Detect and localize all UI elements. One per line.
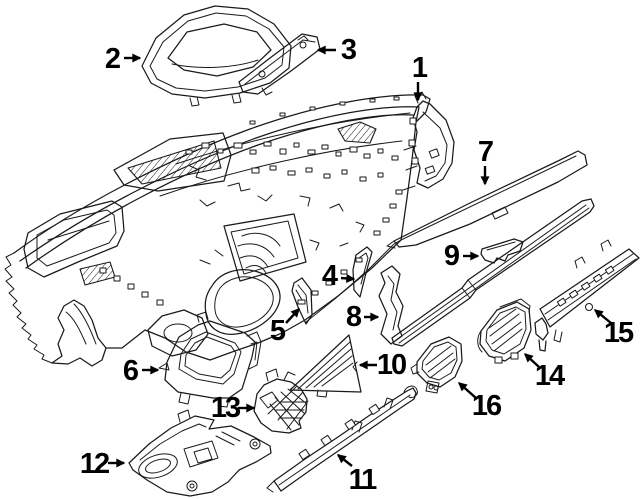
callout-number-4[interactable]: 4 xyxy=(322,260,340,292)
part-11-drawing xyxy=(266,385,418,493)
callout-number-7[interactable]: 7 xyxy=(478,136,495,168)
callout-5[interactable]: 5 xyxy=(270,308,300,347)
callout-4[interactable]: 4 xyxy=(322,260,356,292)
callout-number-6[interactable]: 6 xyxy=(123,355,141,387)
part-3-drawing xyxy=(238,33,321,95)
part-5-drawing xyxy=(291,277,313,325)
callout-number-3[interactable]: 3 xyxy=(341,34,359,66)
part-13-drawing xyxy=(253,368,309,434)
callout-number-5[interactable]: 5 xyxy=(270,315,288,347)
callout-13[interactable]: 13 xyxy=(211,392,256,424)
callout-number-2[interactable]: 2 xyxy=(105,43,122,75)
callout-12[interactable]: 12 xyxy=(80,448,126,480)
part-2-drawing xyxy=(141,5,292,107)
part-4-drawing xyxy=(352,246,373,298)
callout-arrow-5 xyxy=(285,308,300,324)
callout-3[interactable]: 3 xyxy=(316,34,359,66)
callout-2[interactable]: 2 xyxy=(105,43,142,75)
callout-7[interactable]: 7 xyxy=(478,136,495,186)
callout-8[interactable]: 8 xyxy=(346,301,380,333)
part-7-drawing xyxy=(386,150,588,249)
callout-9[interactable]: 9 xyxy=(444,240,480,272)
callout-arrow-16 xyxy=(457,382,477,399)
callout-1[interactable]: 1 xyxy=(412,52,430,102)
part-14-drawing xyxy=(477,298,532,364)
callout-number-11[interactable]: 11 xyxy=(349,464,380,496)
part-1-drawing xyxy=(408,91,455,189)
callout-number-8[interactable]: 8 xyxy=(346,301,364,333)
callout-number-14[interactable]: 14 xyxy=(535,360,567,392)
part-8-drawing xyxy=(378,198,595,347)
part-12-drawing xyxy=(128,409,272,497)
callout-14[interactable]: 14 xyxy=(524,353,567,392)
callout-number-13[interactable]: 13 xyxy=(211,392,243,424)
callout-number-15[interactable]: 15 xyxy=(604,317,636,349)
callout-number-10[interactable]: 10 xyxy=(377,349,408,381)
callout-number-1[interactable]: 1 xyxy=(412,52,430,84)
part-9-drawing xyxy=(480,238,524,264)
part-15-drawing xyxy=(534,239,640,352)
callout-arrow-11 xyxy=(336,454,353,467)
callout-11[interactable]: 11 xyxy=(336,454,380,496)
callout-10[interactable]: 10 xyxy=(358,349,408,381)
callout-number-12[interactable]: 12 xyxy=(80,448,111,480)
part-10-drawing xyxy=(289,334,362,398)
callout-number-16[interactable]: 16 xyxy=(472,390,504,422)
part-6-drawing xyxy=(158,311,262,408)
callout-arrow-14 xyxy=(524,353,540,368)
callout-arrow-4 xyxy=(340,273,356,283)
dashboard-body-drawing xyxy=(4,94,431,367)
callout-arrow-15 xyxy=(593,309,612,324)
callout-16[interactable]: 16 xyxy=(457,382,504,422)
callout-number-9[interactable]: 9 xyxy=(444,240,462,272)
part-16-drawing xyxy=(410,336,463,394)
callout-15[interactable]: 15 xyxy=(593,309,636,349)
callout-6[interactable]: 6 xyxy=(123,355,160,387)
